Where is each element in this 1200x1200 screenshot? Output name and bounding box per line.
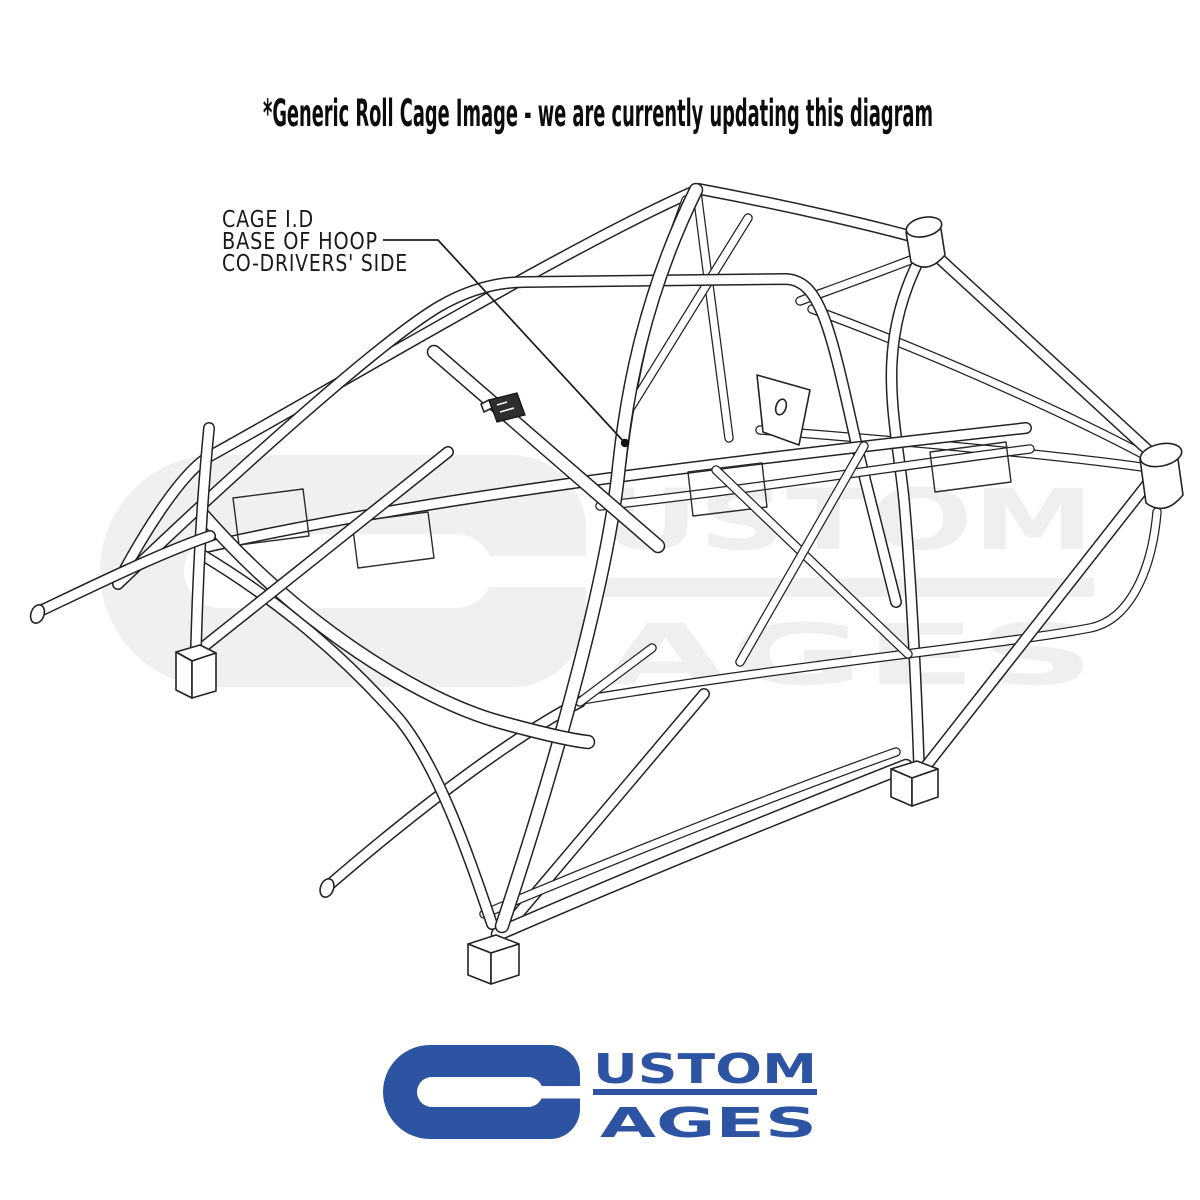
body-panel-outline [351, 511, 435, 569]
cage-tube [33, 531, 215, 617]
body-panel-outline [687, 462, 768, 517]
floor-tubes [198, 550, 914, 942]
page-title: *Generic Roll Cage Image - we are curren… [263, 92, 933, 135]
id-plate [480, 392, 526, 423]
gusset-hole [774, 398, 788, 416]
cage-tube [480, 748, 900, 918]
id-plate-face [488, 392, 526, 423]
watermark-word-top: USTOM [600, 471, 1094, 569]
cage-tube [887, 255, 924, 770]
cage-tube [596, 445, 1034, 510]
gusset-plate [756, 374, 811, 446]
logo-divider [593, 1089, 817, 1095]
mount-foot [191, 652, 217, 699]
cage-tube [712, 466, 912, 658]
body-panel-outline [929, 441, 1012, 493]
logo-word-top: USTOM [593, 1045, 817, 1093]
watermark-divider [600, 578, 1094, 597]
annotation-label: CAGE I.D BASE OF HOOP CO-DRIVERS' SIDE [222, 207, 408, 277]
cage-tube [197, 447, 453, 653]
cage-tube [428, 346, 664, 552]
watermark-c-opening [486, 556, 590, 587]
cage-tube [492, 760, 912, 940]
cage-tube [113, 185, 702, 587]
cage-tube [622, 214, 752, 419]
id-plate-text-marks [496, 401, 515, 413]
cage-tube [199, 551, 497, 929]
mount-foot [490, 943, 520, 985]
door-bars-right [711, 441, 913, 667]
brand-logo: USTOM AGES [383, 1045, 817, 1147]
mount-foot [175, 651, 193, 699]
open-tube-end [29, 604, 46, 624]
cage-tube [496, 184, 702, 932]
cage-tube [693, 188, 733, 442]
cage-tube [113, 274, 901, 607]
cage-tube [576, 644, 656, 706]
cage-tube [808, 305, 1154, 462]
annotation-line-1: CAGE I.D [222, 207, 314, 233]
body-panel-outline [232, 488, 310, 546]
annotation-line-3: CO-DRIVERS' SIDE [222, 251, 408, 277]
cage-tube [918, 473, 1157, 775]
logo-c-opening [541, 1086, 583, 1099]
cage-tube [736, 442, 868, 666]
cage-tube [756, 426, 1152, 472]
logo-c-icon [383, 1045, 580, 1139]
cage-tube [694, 184, 919, 242]
leader-dot [620, 438, 630, 448]
main-hoop-tubes [32, 182, 704, 934]
annotation-line-2: BASE OF HOOP [222, 229, 378, 255]
annotation-leader [383, 239, 630, 448]
roll-cage-drawing [29, 182, 1184, 985]
rear-stub-cap [905, 216, 943, 238]
tube-stubs [29, 216, 1184, 898]
rear-stub-cap [1139, 442, 1183, 468]
cage-tube [923, 243, 1155, 457]
mount-foot [911, 768, 939, 807]
logo-word-bottom: AGES [600, 1099, 817, 1147]
leader-line [383, 239, 626, 444]
cage-tube [323, 697, 585, 891]
open-tube-end [319, 878, 335, 898]
mount-feet [175, 644, 939, 985]
